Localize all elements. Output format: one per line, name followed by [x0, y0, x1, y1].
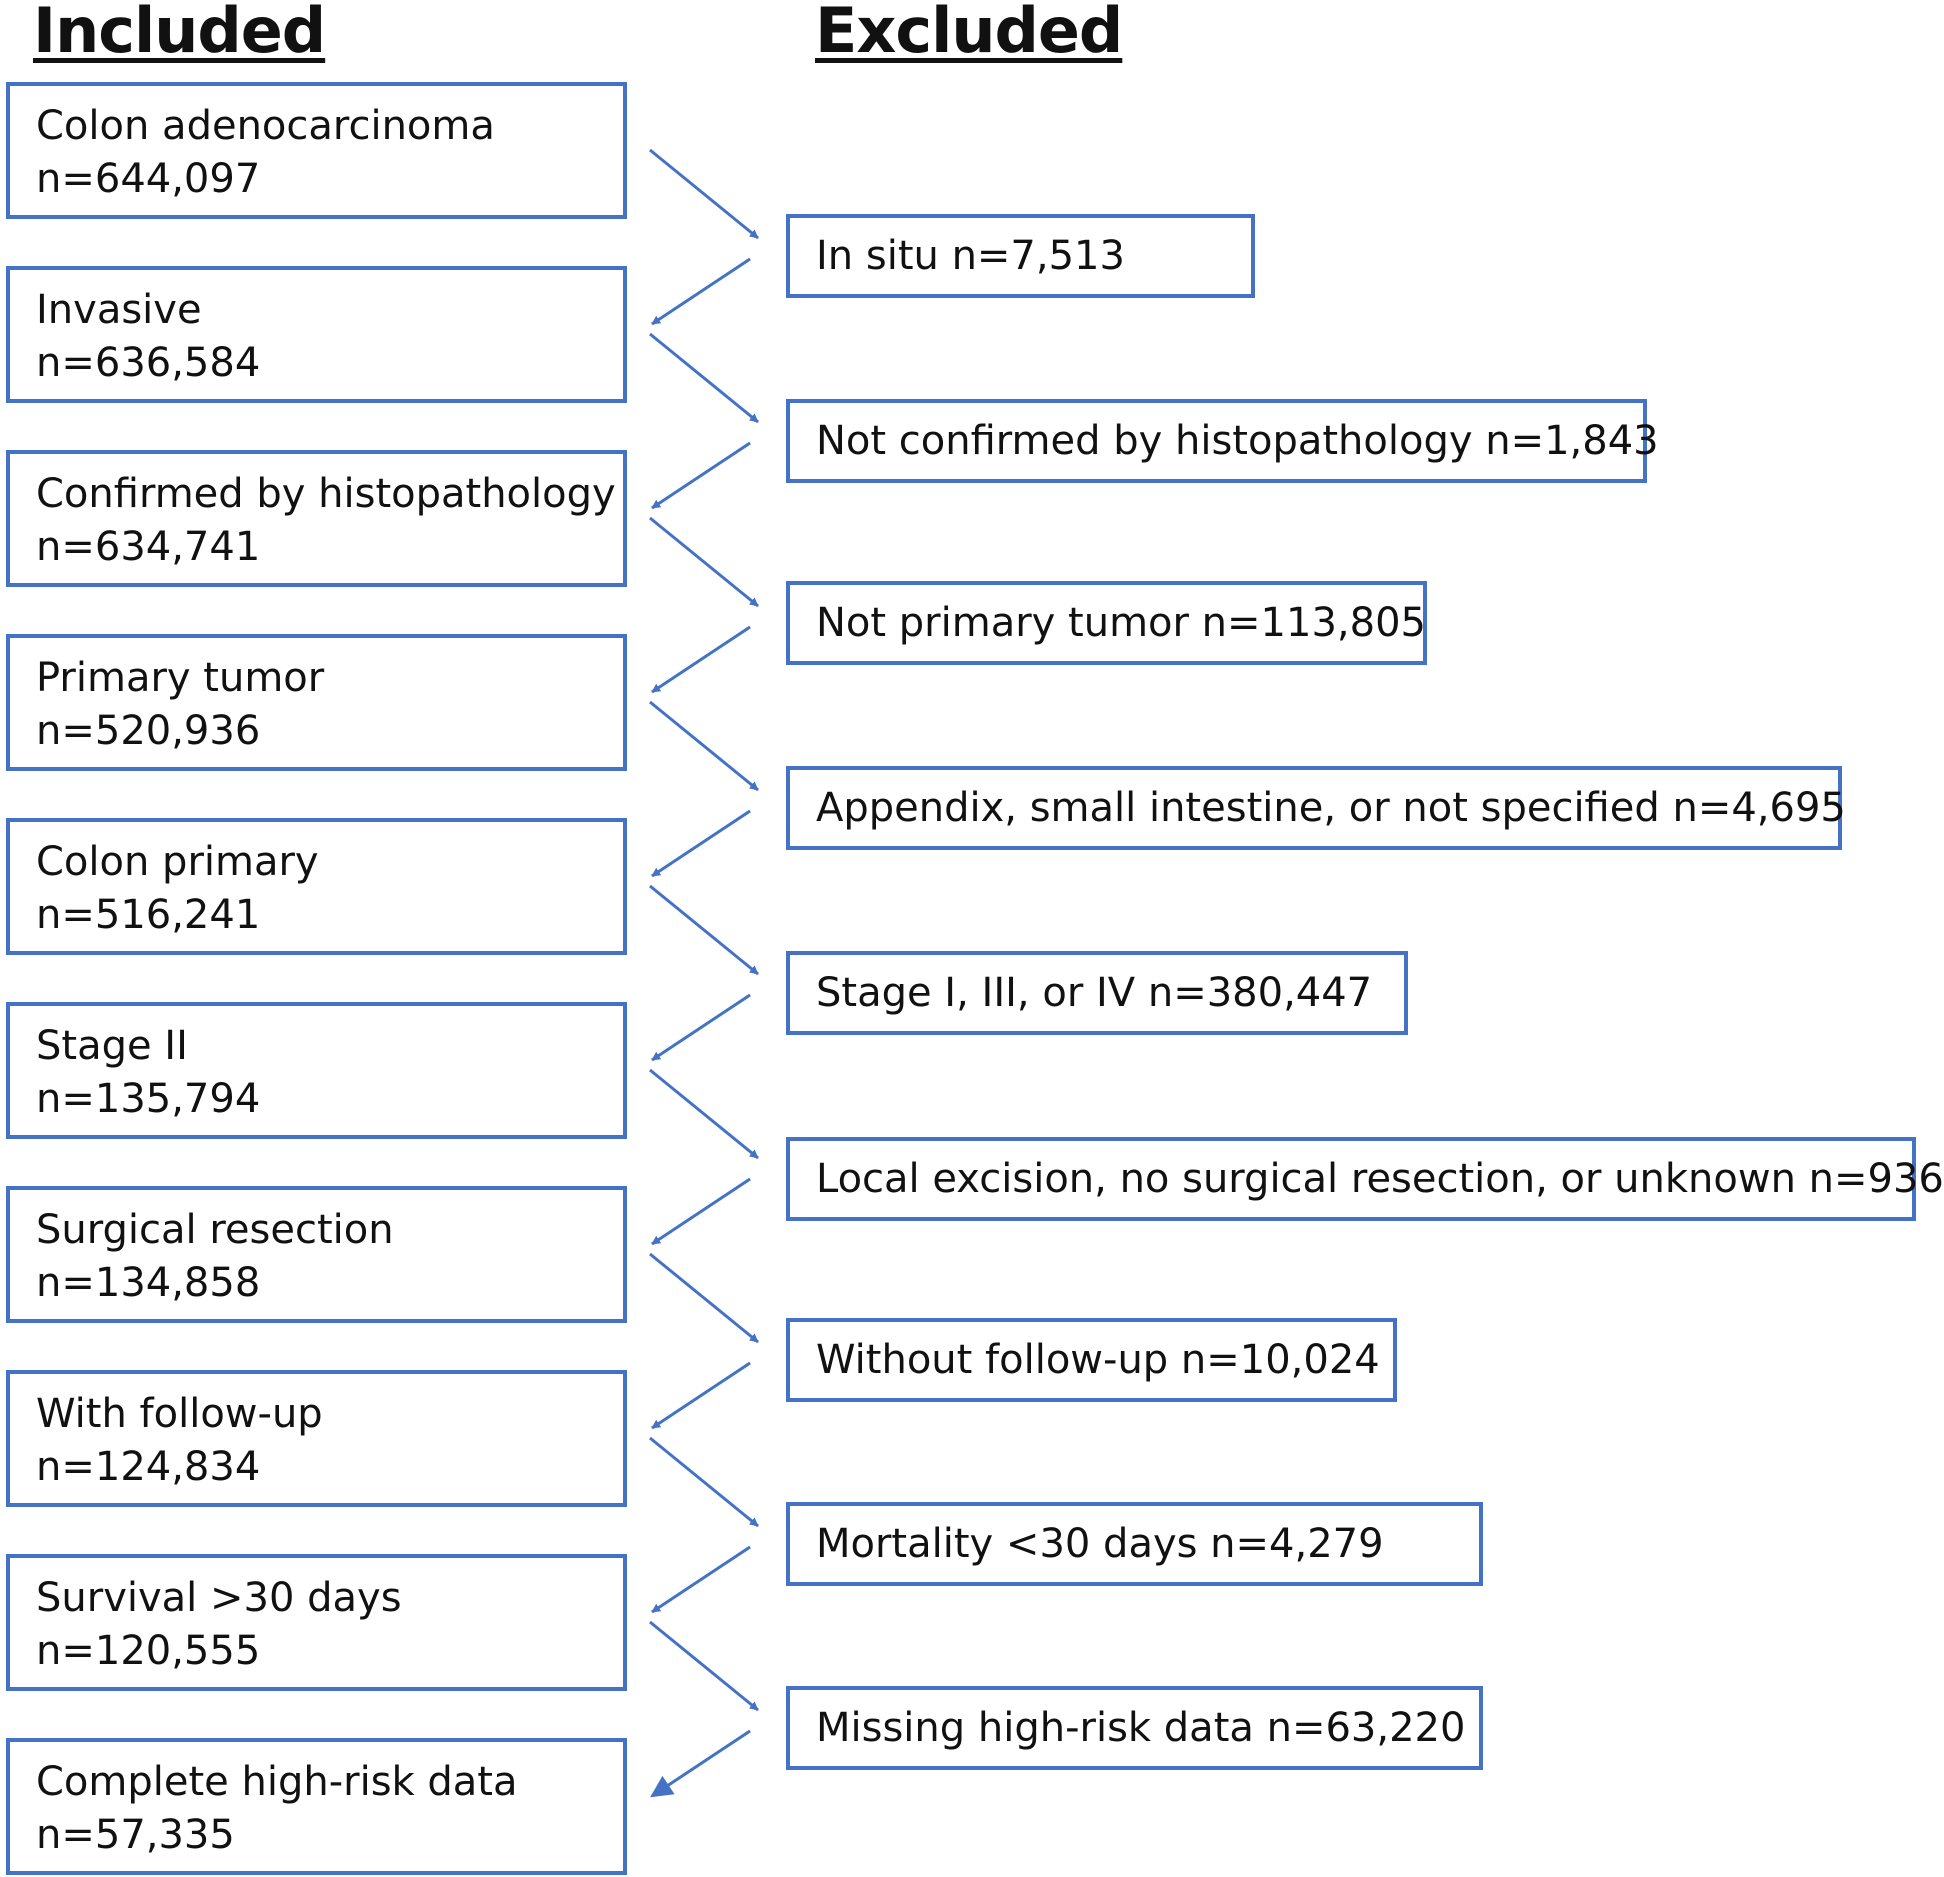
included-count: n=135,794 [36, 1076, 261, 1122]
arrow-to-excluded-7 [649, 1252, 759, 1344]
arrow-to-excluded-1 [649, 148, 759, 240]
arrow-to-included-8 [651, 1361, 751, 1430]
excluded-box-2: Not confirmed by histopathology n=1,843 [786, 399, 1659, 483]
arrow-to-included-5 [651, 809, 751, 878]
included-count: n=134,858 [36, 1260, 261, 1306]
included-count: n=634,741 [36, 524, 261, 570]
included-label: Confirmed by histopathology [36, 471, 616, 517]
included-label: Colon primary [36, 839, 319, 885]
included-label: Survival >30 days [36, 1575, 402, 1621]
included-heading: Included [33, 0, 326, 67]
included-box-6: Stage II n=135,794 [6, 1002, 627, 1139]
excluded-box-1: In situ n=7,513 [786, 214, 1255, 298]
arrow-to-excluded-4 [649, 700, 759, 792]
included-label: Invasive [36, 287, 202, 333]
included-label: With follow-up [36, 1391, 323, 1437]
arrow-to-excluded-8 [649, 1436, 759, 1528]
arrow-to-included-10 [650, 1729, 751, 1798]
included-count: n=57,335 [36, 1812, 235, 1858]
arrow-to-excluded-6 [649, 1068, 759, 1160]
excluded-heading: Excluded [815, 0, 1123, 67]
arrow-to-excluded-9 [649, 1620, 759, 1712]
included-label: Surgical resection [36, 1207, 394, 1253]
included-box-8: With follow-up n=124,834 [6, 1370, 627, 1507]
arrow-to-included-4 [651, 625, 751, 694]
excluded-box-7: Without follow-up n=10,024 [786, 1318, 1397, 1402]
arrow-to-excluded-5 [649, 884, 759, 976]
included-count: n=644,097 [36, 156, 261, 202]
included-box-10: Complete high-risk data n=57,335 [6, 1738, 627, 1875]
excluded-box-3: Not primary tumor n=113,805 [786, 581, 1427, 665]
included-count: n=120,555 [36, 1628, 261, 1674]
arrow-to-included-6 [651, 993, 751, 1062]
arrow-to-included-9 [651, 1545, 751, 1614]
excluded-box-5: Stage I, III, or IV n=380,447 [786, 951, 1408, 1035]
arrow-to-excluded-3 [649, 516, 759, 608]
included-count: n=636,584 [36, 340, 261, 386]
excluded-box-4: Appendix, small intestine, or not specif… [786, 766, 1846, 850]
included-label: Complete high-risk data [36, 1759, 518, 1805]
included-count: n=516,241 [36, 892, 261, 938]
included-box-5: Colon primary n=516,241 [6, 818, 627, 955]
included-box-7: Surgical resection n=134,858 [6, 1186, 627, 1323]
arrow-to-included-2 [651, 257, 751, 326]
excluded-box-9: Missing high-risk data n=63,220 [786, 1686, 1483, 1770]
arrow-to-excluded-2 [649, 332, 759, 424]
excluded-box-8: Mortality <30 days n=4,279 [786, 1502, 1483, 1586]
included-label: Primary tumor [36, 655, 325, 701]
included-box-2: Invasive n=636,584 [6, 266, 627, 403]
included-box-9: Survival >30 days n=120,555 [6, 1554, 627, 1691]
included-box-1: Colon adenocarcinoma n=644,097 [6, 82, 627, 219]
excluded-box-6: Local excision, no surgical resection, o… [786, 1137, 1944, 1221]
included-count: n=124,834 [36, 1444, 261, 1490]
included-count: n=520,936 [36, 708, 261, 754]
included-box-4: Primary tumor n=520,936 [6, 634, 627, 771]
included-label: Stage II [36, 1023, 188, 1069]
included-box-3: Confirmed by histopathology n=634,741 [6, 450, 627, 587]
arrow-to-included-7 [651, 1177, 751, 1246]
included-label: Colon adenocarcinoma [36, 103, 495, 149]
arrow-to-included-3 [651, 441, 751, 510]
